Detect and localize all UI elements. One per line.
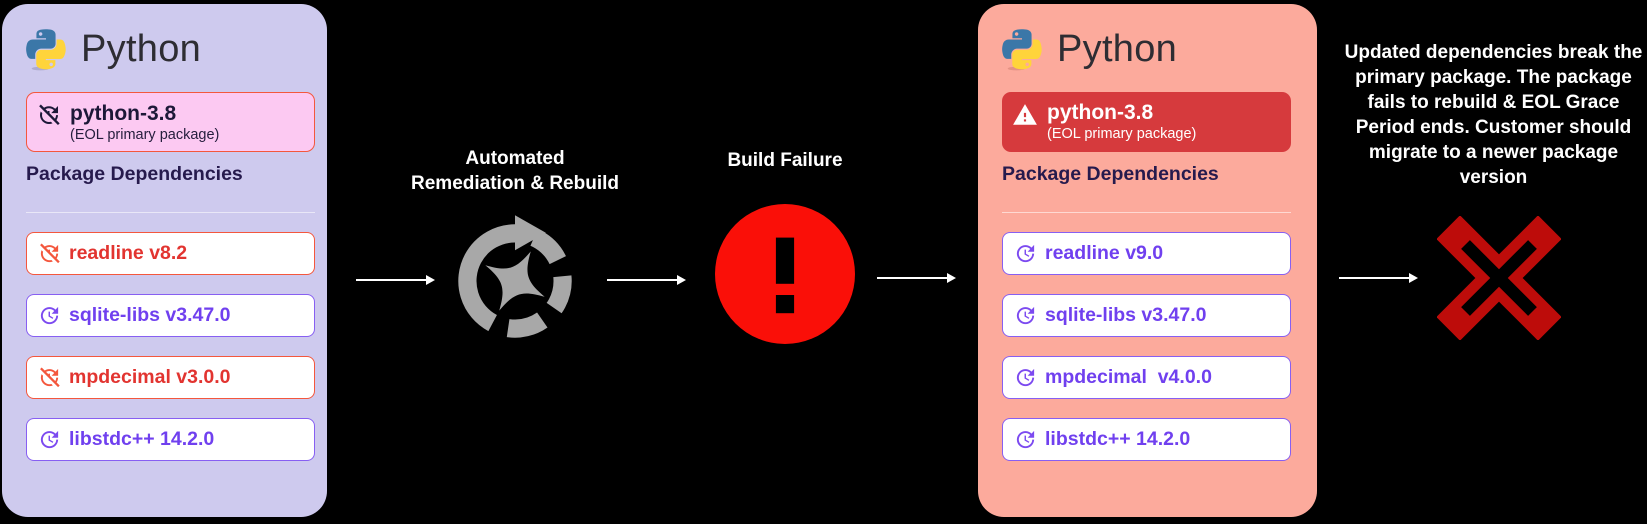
dependency-item-readline: readline v9.0 (1002, 232, 1291, 275)
update-icon (1014, 428, 1037, 451)
dependency-item-mpdecimal: mpdecimal v3.0.0 (26, 356, 315, 399)
automated-rebuild-icon (445, 211, 585, 351)
primary-package-text: python-3.8 (EOL primary package) (70, 102, 219, 144)
primary-package-card-alert: python-3.8 (EOL primary package) (1002, 92, 1291, 152)
panel-title: Python (81, 28, 202, 70)
divider (26, 212, 315, 213)
dependency-label: sqlite-libs v3.47.0 (69, 304, 231, 326)
update-disabled-icon (37, 103, 61, 127)
build-failure-error-icon (715, 204, 855, 344)
dependency-item-sqlite-libs: sqlite-libs v3.47.0 (26, 294, 315, 337)
flow-arrow (877, 271, 957, 285)
update-icon (1014, 304, 1037, 327)
update-icon (38, 428, 61, 451)
flow-arrow (607, 273, 687, 287)
package-panel-before: Python python-3.8 (EOL primary package) … (2, 4, 327, 517)
dependency-label: libstdc++ 14.2.0 (1045, 428, 1191, 450)
dependencies-heading: Package Dependencies (1002, 163, 1219, 185)
primary-package-text: python-3.8 (EOL primary package) (1047, 101, 1196, 143)
dependency-label: libstdc++ 14.2.0 (69, 428, 215, 450)
dependency-item-mpdecimal: mpdecimal v4.0.0 (1002, 356, 1291, 399)
failure-x-icon (1437, 216, 1561, 340)
panel-title: Python (1057, 28, 1178, 70)
remediation-step-label: Automated Remediation & Rebuild (411, 148, 619, 194)
panel-header: Python (1002, 28, 1177, 71)
primary-package-name: python-3.8 (70, 102, 177, 125)
update-icon (1014, 242, 1037, 265)
dependency-label: sqlite-libs v3.47.0 (1045, 304, 1207, 326)
dependency-label: mpdecimal v3.0.0 (69, 366, 231, 388)
dependency-label: mpdecimal v4.0.0 (1045, 366, 1212, 388)
python-logo-icon (26, 28, 66, 71)
panel-header: Python (26, 28, 201, 71)
primary-package-note: (EOL primary package) (1047, 126, 1197, 142)
dependency-label: readline v8.2 (69, 242, 188, 264)
flow-arrow (1339, 271, 1419, 285)
update-disabled-icon (38, 242, 61, 265)
dependency-label: readline v9.0 (1045, 242, 1164, 264)
outcome-message: Updated dependencies break the primary p… (1344, 42, 1643, 188)
divider (1002, 212, 1291, 213)
python-logo-icon (1002, 28, 1042, 71)
dependency-item-libstdc: libstdc++ 14.2.0 (26, 418, 315, 461)
primary-package-name: python-3.8 (1047, 101, 1154, 124)
warning-icon (1012, 102, 1038, 128)
update-icon (1014, 366, 1037, 389)
build-failure-label: Build Failure (727, 150, 843, 171)
primary-package-card-eol: python-3.8 (EOL primary package) (26, 92, 315, 152)
package-panel-after: Python python-3.8 (EOL primary package) … (978, 4, 1317, 517)
primary-package-note: (EOL primary package) (70, 127, 220, 143)
dependency-item-libstdc: libstdc++ 14.2.0 (1002, 418, 1291, 461)
dependency-item-sqlite-libs: sqlite-libs v3.47.0 (1002, 294, 1291, 337)
update-disabled-icon (38, 366, 61, 389)
update-icon (38, 304, 61, 327)
dependency-item-readline: readline v8.2 (26, 232, 315, 275)
flow-arrow (356, 273, 436, 287)
dependencies-heading: Package Dependencies (26, 163, 243, 185)
